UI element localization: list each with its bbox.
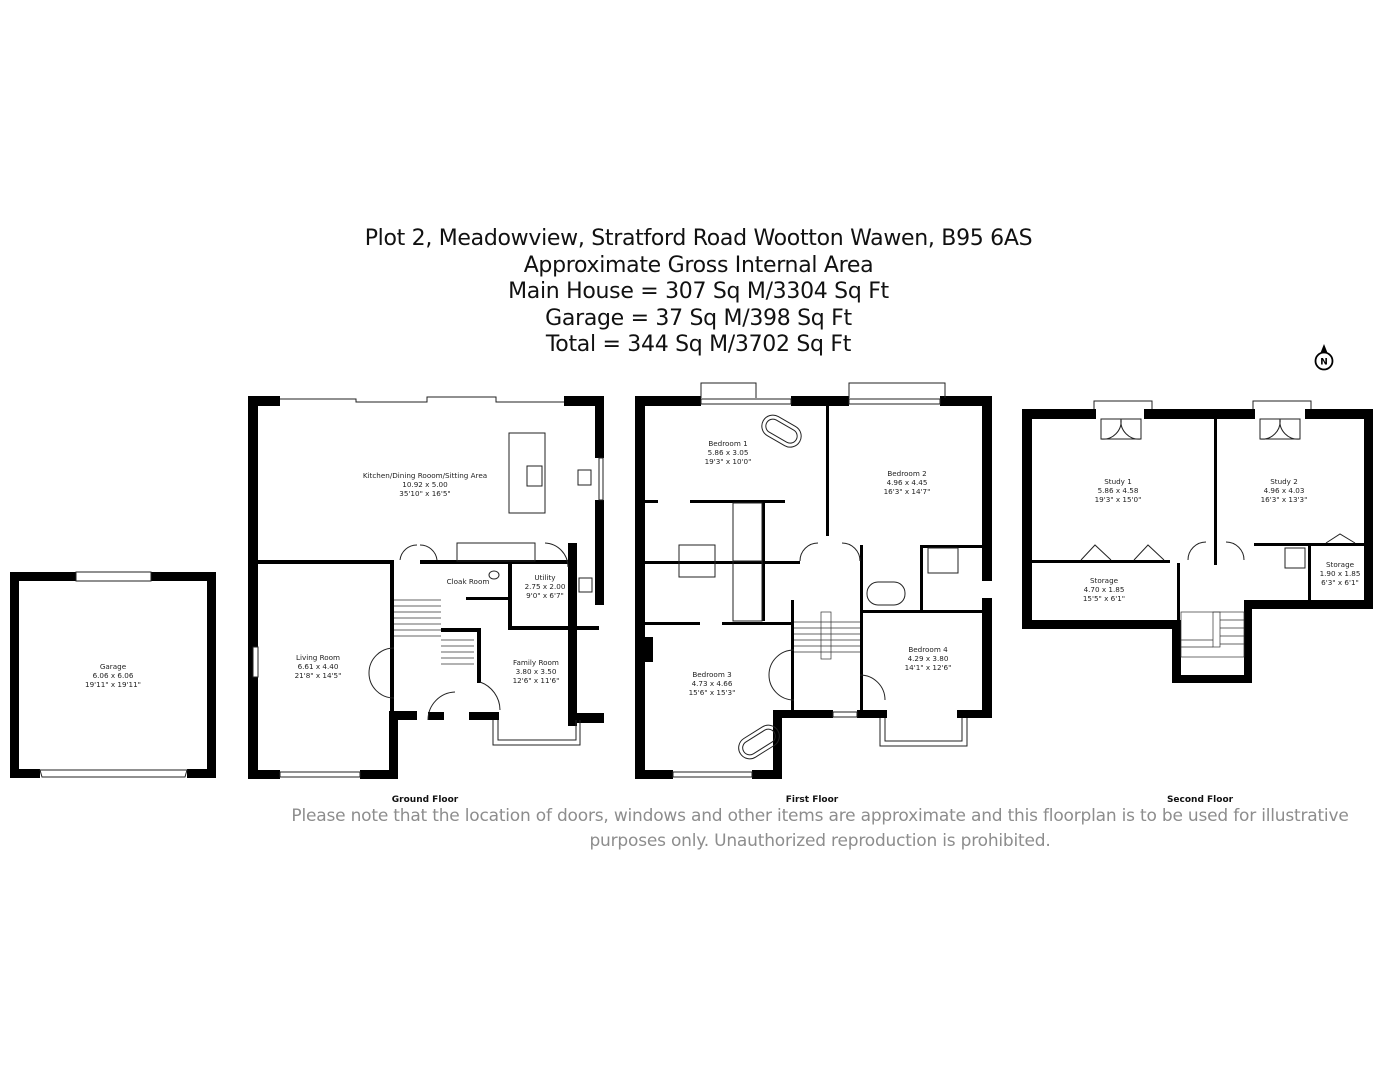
svg-text:4.96 x 4.03: 4.96 x 4.03 (1264, 486, 1305, 495)
svg-text:Living Room: Living Room (296, 653, 340, 662)
svg-text:Family Room: Family Room (513, 658, 559, 667)
svg-text:4.73 x 4.66: 4.73 x 4.66 (692, 679, 733, 688)
living-room-label: Living Room 6.61 x 4.40 21'8" x 14'5" (295, 653, 342, 680)
svg-text:Kitchen/Dining Rooom/Sitting A: Kitchen/Dining Rooom/Sitting Area (363, 471, 487, 480)
svg-text:Storage: Storage (1326, 560, 1355, 569)
svg-text:19'3" x 15'0": 19'3" x 15'0" (1095, 495, 1142, 504)
svg-text:16'3" x 14'7": 16'3" x 14'7" (884, 487, 931, 496)
property-address: Plot 2, Meadowview, Stratford Road Woott… (364, 226, 1033, 251)
garage-plan (10, 571, 216, 778)
ground-floor-plan (248, 396, 604, 779)
ground-floor-label: Ground Floor (392, 795, 459, 805)
svg-text:Bedroom 2: Bedroom 2 (887, 469, 926, 478)
svg-text:Bedroom 1: Bedroom 1 (708, 439, 747, 448)
garage-room-label: Garage 6.06 x 6.06 19'11" x 19'11" (85, 662, 141, 689)
main-house-area: Main House = 307 Sq M/3304 Sq Ft (508, 279, 889, 304)
svg-text:15'6" x 15'3": 15'6" x 15'3" (689, 688, 736, 697)
north-arrow-icon: N (1314, 344, 1334, 371)
svg-text:Cloak Room: Cloak Room (447, 577, 490, 586)
cloak-room-label: Cloak Room (447, 577, 490, 586)
first-floor-label: First Floor (786, 795, 839, 805)
study-2-label: Study 2 4.96 x 4.03 16'3" x 13'3" (1261, 477, 1308, 504)
compass-label: N (1320, 358, 1328, 368)
svg-text:6'3" x 6'1": 6'3" x 6'1" (1321, 578, 1359, 587)
svg-text:9'0" x 6'7": 9'0" x 6'7" (526, 591, 564, 600)
svg-text:5.86 x 4.58: 5.86 x 4.58 (1098, 486, 1139, 495)
disclaimer-line-2: purposes only. Unauthorized reproduction… (589, 831, 1051, 851)
disclaimer: Please note that the location of doors, … (250, 804, 1390, 854)
bedroom-4-label: Bedroom 4 4.29 x 3.80 14'1" x 12'6" (905, 645, 952, 672)
svg-text:12'6" x 11'6": 12'6" x 11'6" (513, 676, 560, 685)
utility-room-label: Utility 2.75 x 2.00 9'0" x 6'7" (525, 573, 566, 600)
bedroom-2-label: Bedroom 2 4.96 x 4.45 16'3" x 14'7" (884, 469, 931, 496)
svg-text:19'3" x 10'0": 19'3" x 10'0" (705, 457, 752, 466)
svg-text:15'5" x 6'1": 15'5" x 6'1" (1083, 594, 1125, 603)
svg-text:1.90 x 1.85: 1.90 x 1.85 (1320, 569, 1361, 578)
bedroom-3-label: Bedroom 3 4.73 x 4.66 15'6" x 15'3" (689, 670, 736, 697)
first-floor-plan (635, 382, 992, 779)
svg-text:4.96 x 4.45: 4.96 x 4.45 (887, 478, 928, 487)
disclaimer-line-1: Please note that the location of doors, … (291, 806, 1349, 826)
study-1-label: Study 1 5.86 x 4.58 19'3" x 15'0" (1095, 477, 1142, 504)
svg-text:Study 1: Study 1 (1104, 477, 1132, 486)
storage-1-label: Storage 4.70 x 1.85 15'5" x 6'1" (1083, 576, 1125, 603)
garage-area: Garage = 37 Sq M/398 Sq Ft (545, 305, 852, 331)
kitchen-room-label: Kitchen/Dining Rooom/Sitting Area 10.92 … (363, 471, 487, 498)
family-room-label: Family Room 3.80 x 3.50 12'6" x 11'6" (513, 658, 560, 685)
svg-text:16'3" x 13'3": 16'3" x 13'3" (1261, 495, 1308, 504)
svg-text:Storage: Storage (1090, 576, 1119, 585)
total-area: Total = 344 Sq M/3702 Sq Ft (545, 332, 852, 357)
svg-text:Garage: Garage (100, 662, 127, 671)
area-subtitle: Approximate Gross Internal Area (523, 252, 874, 278)
svg-text:3.80 x 3.50: 3.80 x 3.50 (516, 667, 557, 676)
svg-text:4.70 x 1.85: 4.70 x 1.85 (1084, 585, 1125, 594)
svg-text:10.92 x 5.00: 10.92 x 5.00 (402, 480, 448, 489)
svg-text:6.06 x 6.06: 6.06 x 6.06 (93, 671, 134, 680)
svg-text:2.75 x 2.00: 2.75 x 2.00 (525, 582, 566, 591)
svg-text:14'1" x 12'6": 14'1" x 12'6" (905, 663, 952, 672)
svg-text:21'8" x 14'5": 21'8" x 14'5" (295, 671, 342, 680)
second-floor-plan (1022, 400, 1373, 683)
svg-text:Study 2: Study 2 (1270, 477, 1298, 486)
svg-text:Utility: Utility (534, 573, 556, 582)
bedroom-1-label: Bedroom 1 5.86 x 3.05 19'3" x 10'0" (705, 439, 752, 466)
svg-text:Bedroom 4: Bedroom 4 (908, 645, 948, 654)
svg-text:Bedroom 3: Bedroom 3 (692, 670, 731, 679)
second-floor-label: Second Floor (1167, 795, 1234, 805)
plan-header: Plot 2, Meadowview, Stratford Road Woott… (0, 226, 1397, 359)
svg-text:19'11" x 19'11": 19'11" x 19'11" (85, 680, 141, 689)
svg-text:35'10" x 16'5": 35'10" x 16'5" (399, 489, 450, 498)
storage-2-label: Storage 1.90 x 1.85 6'3" x 6'1" (1320, 560, 1361, 587)
svg-text:5.86 x 3.05: 5.86 x 3.05 (708, 448, 749, 457)
svg-text:6.61 x 4.40: 6.61 x 4.40 (298, 662, 339, 671)
svg-text:4.29 x 3.80: 4.29 x 3.80 (908, 654, 949, 663)
